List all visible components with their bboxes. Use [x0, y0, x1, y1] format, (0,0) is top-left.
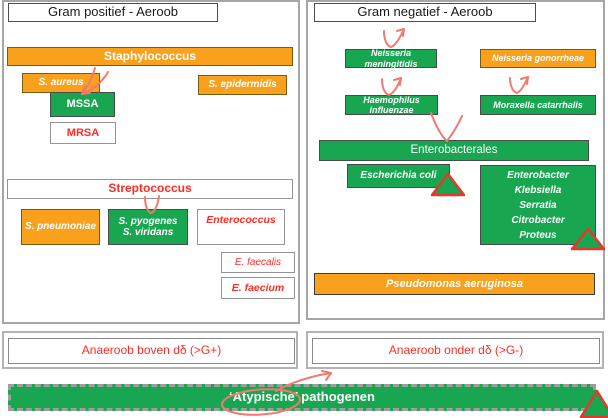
group-header-staphylococcus: Staphylococcus [7, 47, 293, 66]
label-proteus: Proteus [519, 229, 557, 241]
box-neisseria-meningitidis: Neisseria meningitidis [345, 48, 437, 69]
box-mrsa: MRSA [50, 122, 116, 144]
label-citrobacter: Citrobacter [511, 214, 565, 226]
panel-title-gram-positive: Gram positief - Aeroob [8, 3, 218, 22]
label-serratia: Serratia [519, 199, 557, 211]
box-s-epidermidis: S. epidermidis [198, 75, 287, 95]
box-e-faecalis: E. faecalis [221, 252, 295, 273]
label-klebsiella: Klebsiella [514, 184, 562, 196]
box-moraxella-catarrhalis: Moraxella catarrhalis [480, 95, 596, 115]
group-header-enterobacterales: Enterobacterales [319, 140, 589, 161]
panel-title-gram-negative: Gram negatief - Aeroob [314, 3, 536, 22]
box-s-aureus: S. aureus [22, 73, 100, 93]
box-atypical-pathogens: ‘Atypische’ pathogenen [8, 384, 596, 411]
box-escherichia-coli: Escherichia coli [347, 164, 450, 188]
box-enterococcus: Enterococcus [197, 209, 285, 245]
group-header-streptococcus: Streptococcus [7, 179, 293, 199]
box-s-pyogenes-viridans: S. pyogenes S. viridans [108, 209, 188, 245]
label-s-viridans: S. viridans [122, 227, 174, 238]
box-s-pneumoniae: S. pneumoniae [21, 209, 100, 245]
label-s-pyogenes: S. pyogenes [118, 215, 178, 227]
label-enterobacter: Enterobacter [507, 169, 569, 181]
box-e-faecium: E. faecium [221, 277, 295, 299]
box-mssa: MSSA [50, 92, 115, 117]
box-pseudomonas-aeruginosa: Pseudomonas aeruginosa [314, 273, 595, 295]
box-neisseria-gonorrheae: Neisseria gonorrheae [480, 49, 596, 68]
box-haemophilus-influenzae: Haemophilus influenzae [345, 95, 438, 115]
box-anaerob-below: Anaeroob onder dδ (>G-) [312, 338, 600, 364]
box-entero-group: Enterobacter Klebsiella Serratia Citroba… [480, 165, 596, 245]
box-anaerob-above: Anaeroob boven dδ (>G+) [8, 338, 295, 364]
